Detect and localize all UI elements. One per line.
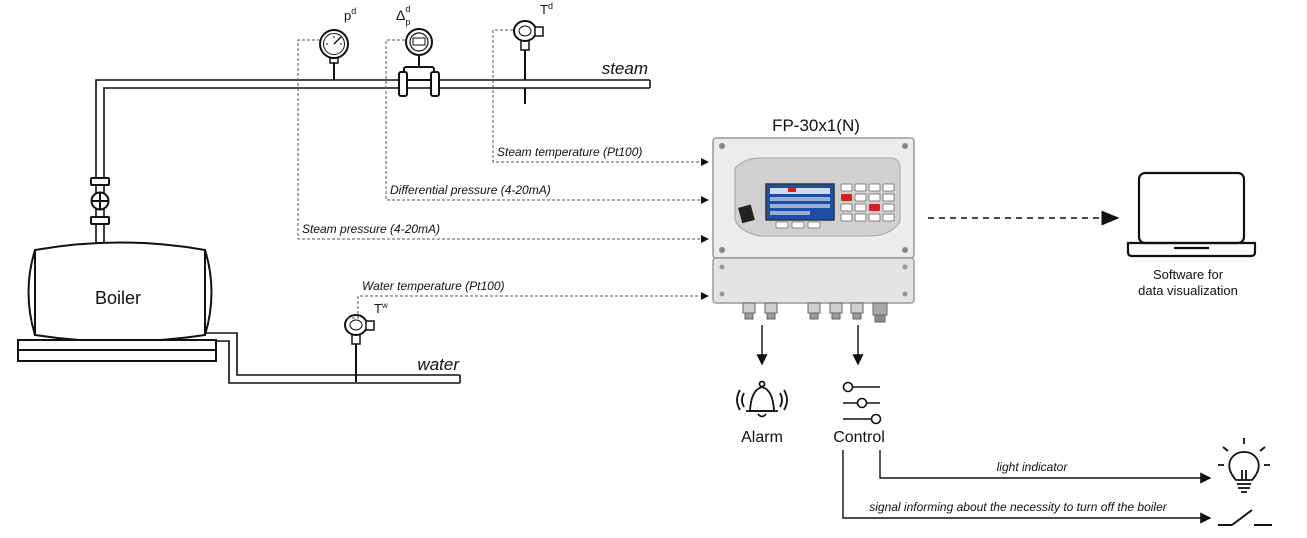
diff-pressure-subscript: p xyxy=(405,17,410,27)
water-temperature-signal-label: Water temperature (Pt100) xyxy=(362,279,505,293)
device-keypad xyxy=(775,183,895,229)
water-pipe-label: water xyxy=(417,355,460,374)
software-label-line1: Software for xyxy=(1153,267,1224,282)
water-temperature-sensor-icon xyxy=(344,314,375,382)
steam-temperature-sensor-icon xyxy=(513,20,544,104)
differential-pressure-signal-label: Differential pressure (4-20mA) xyxy=(390,183,551,197)
light-bulb-icon xyxy=(1218,438,1270,493)
alarm-bell-icon xyxy=(736,380,788,418)
boiler-label: Boiler xyxy=(95,288,141,308)
pressure-gauge-icon xyxy=(319,29,349,80)
flowmeter-icon xyxy=(398,28,440,97)
light-indicator-line xyxy=(879,450,1212,484)
svg-text:Td: Td xyxy=(540,1,553,17)
signal-lines xyxy=(297,29,709,319)
boiler xyxy=(17,241,217,362)
software-label-line2: data visualization xyxy=(1138,283,1238,298)
steam-temp-symbol: T xyxy=(540,2,548,17)
laptop-icon xyxy=(1126,171,1257,258)
pressure-superscript: d xyxy=(351,6,356,16)
pressure-symbol: p xyxy=(344,8,351,23)
switch-icon xyxy=(1218,509,1272,526)
alarm-label: Alarm xyxy=(741,429,783,446)
svg-text:Tw: Tw xyxy=(374,301,388,316)
steam-pipe-label: steam xyxy=(602,59,648,78)
control-label: Control xyxy=(833,429,885,446)
svg-text:Δpd: Δpd xyxy=(396,4,410,27)
steam-pressure-signal-label: Steam pressure (4-20mA) xyxy=(302,222,440,236)
turn-off-signal-label: signal informing about the necessity to … xyxy=(869,500,1168,514)
valve-icon xyxy=(90,177,110,225)
turn-off-signal-line xyxy=(842,450,1212,524)
control-sliders-icon xyxy=(842,381,882,425)
diff-pressure-superscript: d xyxy=(405,4,410,14)
water-temp-symbol: T xyxy=(374,301,382,316)
svg-text:pd: pd xyxy=(344,6,356,23)
device-name: FP-30x1(N) xyxy=(772,116,860,135)
steam-temp-superscript: d xyxy=(548,1,553,11)
diff-pressure-symbol: Δ xyxy=(396,7,405,23)
device-fp-30x1n xyxy=(712,137,915,323)
cable-glands xyxy=(742,302,888,323)
water-temp-superscript: w xyxy=(381,301,388,310)
steam-temperature-signal-label: Steam temperature (Pt100) xyxy=(497,145,642,159)
light-indicator-label: light indicator xyxy=(997,460,1069,474)
